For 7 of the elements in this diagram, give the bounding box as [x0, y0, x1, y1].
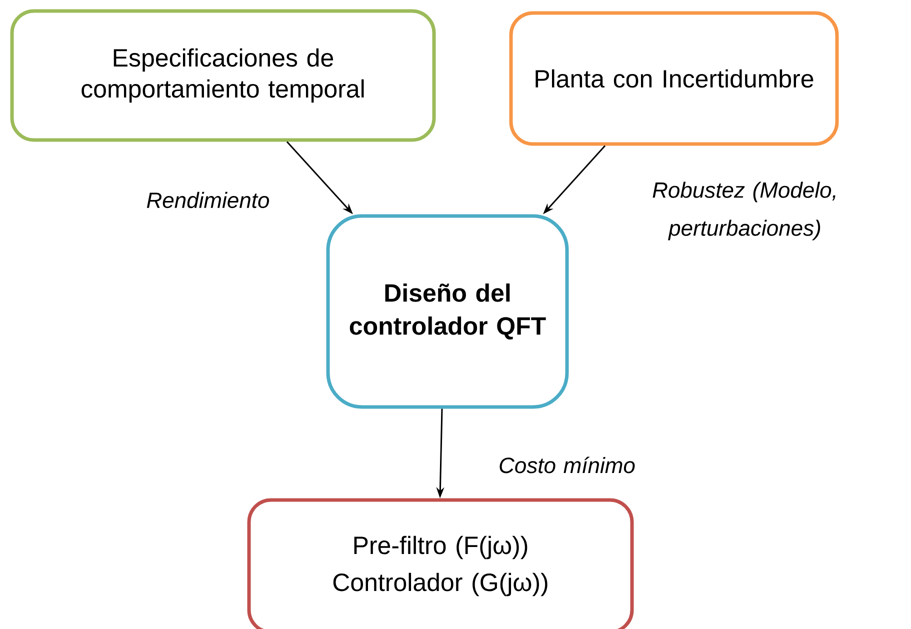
edge-label: Costo mínimo [500, 456, 635, 474]
process-box: Especificaciones de comportamiento temporal [10, 9, 436, 142]
edge-label: Robustez (Modelo, perturbaciones) [652, 182, 836, 240]
process-box: Pre-filtro (F(jω)) Controlador (G(jω)) [247, 498, 634, 629]
process-box: Diseño del controlador QFT [326, 214, 569, 409]
edge-label: Rendimiento [146, 192, 270, 208]
process-box: Planta con Incertidumbre [509, 11, 839, 146]
